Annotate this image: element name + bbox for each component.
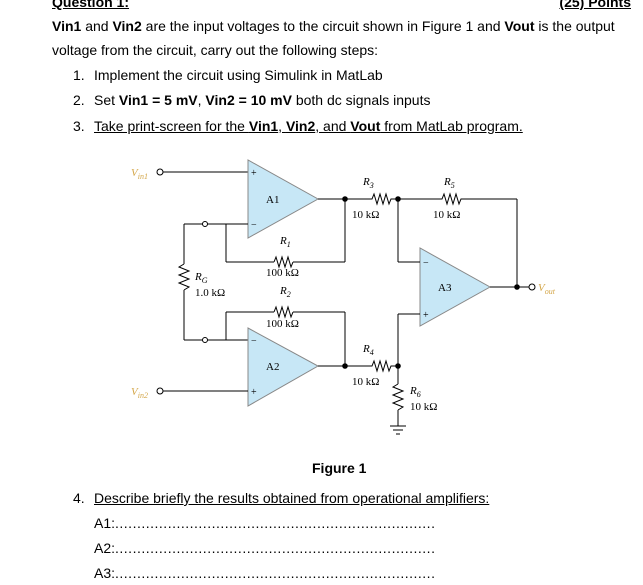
- resistor-r4: [345, 359, 398, 373]
- a3-label: A3: [438, 282, 452, 294]
- resistor-r1: [273, 255, 294, 269]
- step-4-number: 4.: [73, 490, 85, 506]
- vin2-label: Vin2: [131, 386, 148, 400]
- circuit-diagram: Vin1 Vin2 Vout A1 A2 A3 + − − + − + R1 1…: [131, 159, 556, 435]
- svg-text:+: +: [423, 310, 429, 321]
- r2-label: R2: [279, 285, 291, 299]
- vout-terminal: [528, 283, 536, 291]
- r3-value: 10 kΩ: [352, 209, 379, 221]
- resistor-r5: [398, 192, 517, 206]
- svg-text:+: +: [251, 387, 257, 398]
- vin1-label: Vin1: [131, 167, 148, 181]
- intro-line-1: Vin1 and Vin2 are the input voltages to …: [52, 18, 615, 34]
- resistor-r3: [345, 192, 398, 206]
- question-title: Question 1:: [52, 0, 130, 10]
- question-points: (25) Points: [559, 0, 631, 10]
- r1-label: R1: [279, 235, 291, 249]
- vin2-terminal: [156, 387, 164, 395]
- svg-text:−: −: [251, 336, 257, 347]
- r6-value: 10 kΩ: [410, 401, 437, 413]
- resistor-r2: [273, 305, 294, 319]
- rg-value: 1.0 kΩ: [195, 287, 225, 299]
- answer-a3: A3:.....................................…: [94, 565, 436, 581]
- step-4-text: Describe briefly the results obtained fr…: [94, 490, 490, 506]
- svg-text:−: −: [423, 258, 429, 269]
- r3-label: R3: [362, 176, 374, 190]
- amp-a2: [247, 327, 320, 407]
- amp-a3: [419, 247, 492, 327]
- svg-text:−: −: [251, 220, 257, 231]
- amp-a1: [247, 159, 320, 239]
- vin1-term: Vin1: [52, 18, 82, 34]
- intro-line-2: voltage from the circuit, carry out the …: [52, 42, 379, 58]
- r4-value: 10 kΩ: [352, 376, 379, 388]
- figure-caption: Figure 1: [312, 460, 367, 476]
- a1-label: A1: [266, 194, 279, 206]
- r5-value: 10 kΩ: [433, 209, 460, 221]
- r1-value: 100 kΩ: [266, 267, 299, 279]
- r5-label: R5: [443, 176, 455, 190]
- step-3-text: Take print-screen for the Vin1, Vin2, an…: [94, 118, 523, 134]
- svg-text:+: +: [251, 168, 257, 179]
- step-1-number: 1.: [73, 67, 85, 83]
- vout-term: Vout: [504, 18, 535, 34]
- resistor-r6: [391, 383, 405, 411]
- step-1-text: Implement the circuit using Simulink in …: [94, 67, 383, 83]
- a2-label: A2: [266, 361, 279, 373]
- r2-value: 100 kΩ: [266, 318, 299, 330]
- step-2-text: Set Vin1 = 5 mV, Vin2 = 10 mV both dc si…: [94, 92, 431, 108]
- answer-a2: A2:.....................................…: [94, 540, 436, 556]
- vin2-term: Vin2: [112, 18, 142, 34]
- r6-label: R6: [409, 385, 421, 399]
- vout-label: Vout: [538, 282, 556, 296]
- resistor-rg: [177, 263, 191, 291]
- answer-a1: A1:.....................................…: [94, 515, 436, 531]
- step-3-number: 3.: [73, 118, 85, 134]
- vin1-terminal: [156, 168, 164, 176]
- step-2-number: 2.: [73, 92, 85, 108]
- rg-label: RG: [194, 271, 208, 285]
- r4-label: R4: [362, 343, 374, 357]
